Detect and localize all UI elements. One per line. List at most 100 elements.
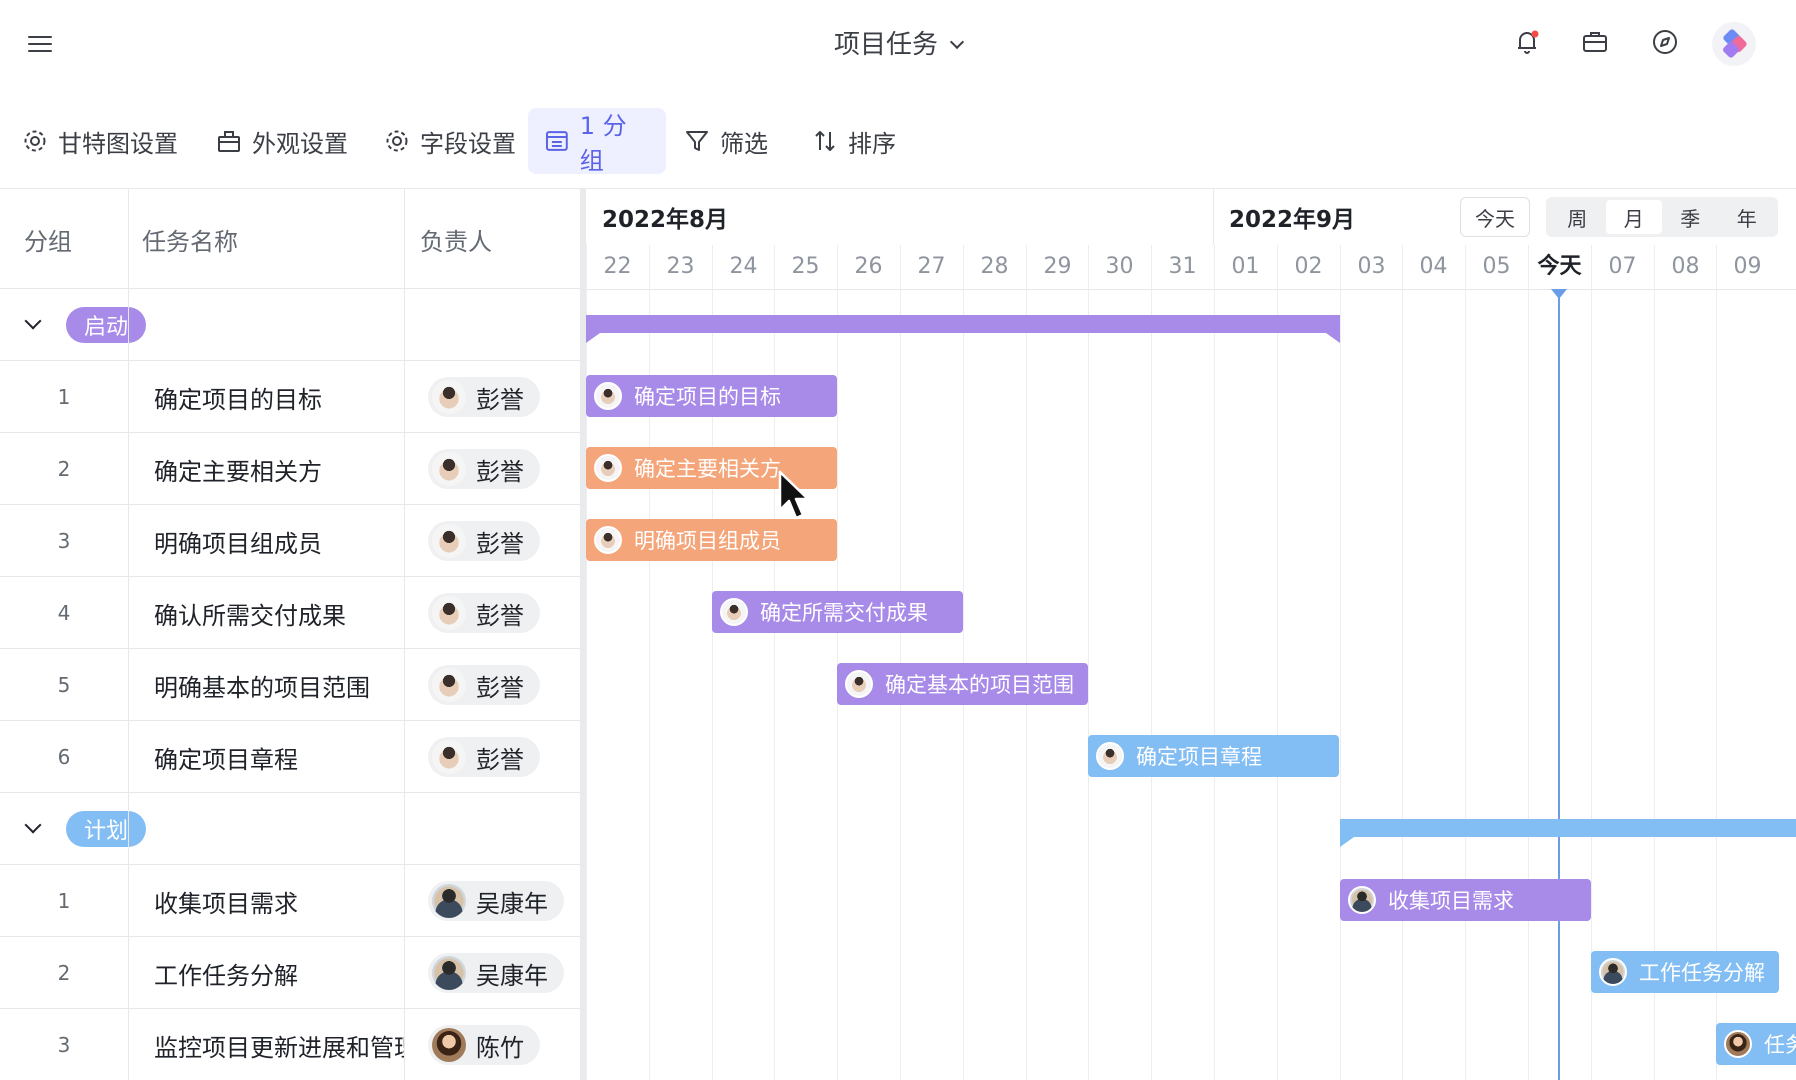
owner-name: 彭誉 bbox=[476, 601, 524, 630]
view-title-dropdown[interactable]: 项目任务 bbox=[0, 24, 1796, 61]
day-gridline bbox=[1340, 245, 1341, 1080]
day-label: 02 bbox=[1294, 254, 1323, 279]
task-bar[interactable]: 任务 bbox=[1716, 1023, 1796, 1065]
task-bar[interactable]: 确定主要相关方 bbox=[586, 447, 837, 489]
task-name[interactable]: 确定项目的目标 bbox=[154, 385, 322, 414]
day-gridline bbox=[1402, 245, 1403, 1080]
task-name[interactable]: 工作任务分解 bbox=[154, 961, 298, 990]
task-bar[interactable]: 明确项目组成员 bbox=[586, 519, 837, 561]
day-label: 25 bbox=[791, 254, 820, 279]
owner-chip[interactable]: 吴康年 bbox=[428, 953, 564, 993]
task-bar-label: 确定基本的项目范围 bbox=[885, 673, 1074, 697]
view-title: 项目任务 bbox=[833, 30, 938, 60]
day-gridline bbox=[1088, 245, 1089, 1080]
briefcase-icon[interactable] bbox=[1580, 27, 1610, 57]
panel-splitter[interactable] bbox=[580, 188, 586, 1080]
avatar bbox=[432, 1028, 466, 1062]
sort-label: 排序 bbox=[848, 129, 896, 158]
owner-chip[interactable]: 彭誉 bbox=[428, 377, 540, 417]
avatar bbox=[594, 454, 622, 482]
scale-quarter-button[interactable]: 季 bbox=[1680, 206, 1701, 231]
bell-icon[interactable] bbox=[1512, 27, 1542, 57]
owner-chip[interactable]: 彭誉 bbox=[428, 521, 540, 561]
group-button[interactable]: 1 分组 bbox=[528, 108, 666, 175]
task-bar[interactable]: 收集项目需求 bbox=[1340, 879, 1591, 921]
sort-button[interactable]: 排序 bbox=[796, 108, 912, 174]
avatar bbox=[720, 598, 748, 626]
task-bar[interactable]: 确定项目的目标 bbox=[586, 375, 837, 417]
owner-chip[interactable]: 彭誉 bbox=[428, 737, 540, 777]
group-tag[interactable]: 启动 bbox=[66, 307, 147, 343]
scale-month-button[interactable]: 月 bbox=[1605, 200, 1662, 234]
scale-year-button[interactable]: 年 bbox=[1736, 206, 1757, 231]
task-name[interactable]: 明确基本的项目范围 bbox=[154, 673, 370, 702]
task-name[interactable]: 确定主要相关方 bbox=[154, 457, 322, 486]
task-name[interactable]: 明确项目组成员 bbox=[154, 529, 322, 558]
appearance-settings-button[interactable]: 外观设置 bbox=[200, 108, 364, 174]
avatar bbox=[1096, 742, 1124, 770]
owner-chip[interactable]: 陈竹 bbox=[428, 1025, 540, 1065]
row-number: 5 bbox=[57, 673, 71, 697]
task-bar[interactable]: 确定所需交付成果 bbox=[712, 591, 963, 633]
task-name[interactable]: 收集项目需求 bbox=[154, 889, 298, 918]
day-label: 30 bbox=[1105, 254, 1134, 279]
day-gridline bbox=[586, 245, 587, 1080]
app-logo-icon[interactable] bbox=[1712, 22, 1756, 66]
owner-name: 彭誉 bbox=[476, 673, 524, 702]
field-settings-button[interactable]: 字段设置 bbox=[368, 108, 532, 174]
mouse-cursor-icon bbox=[778, 470, 810, 520]
chevron-down-icon[interactable] bbox=[24, 816, 42, 837]
day-label: 22 bbox=[603, 254, 632, 279]
task-bar-label: 确定项目的目标 bbox=[634, 385, 781, 409]
task-bar[interactable]: 确定项目章程 bbox=[1088, 735, 1339, 777]
group-summary-bar[interactable] bbox=[1340, 819, 1796, 847]
gear-icon bbox=[386, 130, 408, 152]
task-bar[interactable]: 工作任务分解 bbox=[1591, 951, 1779, 993]
today-button[interactable]: 今天 bbox=[1460, 197, 1530, 237]
owner-chip[interactable]: 彭誉 bbox=[428, 449, 540, 489]
task-bar[interactable]: 确定基本的项目范围 bbox=[837, 663, 1088, 705]
group-tag[interactable]: 计划 bbox=[66, 811, 147, 847]
gantt-settings-label: 甘特图设置 bbox=[58, 129, 178, 158]
task-name[interactable]: 确认所需交付成果 bbox=[154, 601, 346, 630]
table-row[interactable]: 5 明确基本的项目范围 彭誉 bbox=[0, 649, 580, 721]
gantt-settings-button[interactable]: 甘特图设置 bbox=[6, 108, 194, 174]
chevron-down-icon bbox=[949, 34, 965, 50]
filter-label: 筛选 bbox=[720, 129, 768, 158]
column-divider bbox=[128, 189, 129, 289]
menu-icon[interactable] bbox=[28, 33, 56, 55]
group-row: 启动 bbox=[0, 289, 580, 361]
task-name[interactable]: 监控项目更新进展和管理 bbox=[154, 1033, 404, 1062]
day-gridline bbox=[1277, 245, 1278, 1080]
owner-chip[interactable]: 吴康年 bbox=[428, 881, 564, 921]
task-bar-label: 确定所需交付成果 bbox=[760, 601, 928, 625]
task-bar-label: 收集项目需求 bbox=[1388, 889, 1514, 913]
owner-chip[interactable]: 彭誉 bbox=[428, 665, 540, 705]
filter-button[interactable]: 筛选 bbox=[668, 108, 784, 174]
group-summary-bar[interactable] bbox=[586, 315, 1340, 343]
owner-name: 陈竹 bbox=[476, 1033, 524, 1062]
chevron-down-icon[interactable] bbox=[24, 312, 42, 333]
column-header-task[interactable]: 任务名称 bbox=[142, 227, 238, 256]
column-header-owner[interactable]: 负责人 bbox=[420, 227, 492, 256]
scale-week-button[interactable]: 周 bbox=[1567, 206, 1588, 231]
owner-chip[interactable]: 彭誉 bbox=[428, 593, 540, 633]
compass-icon[interactable] bbox=[1650, 27, 1680, 57]
column-divider bbox=[404, 189, 405, 289]
appearance-icon bbox=[218, 131, 240, 152]
day-gridline bbox=[1716, 245, 1717, 1080]
task-name[interactable]: 确定项目章程 bbox=[154, 745, 298, 774]
owner-name: 彭誉 bbox=[476, 529, 524, 558]
day-label: 01 bbox=[1231, 254, 1260, 279]
avatar bbox=[432, 884, 466, 918]
column-header-group[interactable]: 分组 bbox=[24, 227, 72, 256]
